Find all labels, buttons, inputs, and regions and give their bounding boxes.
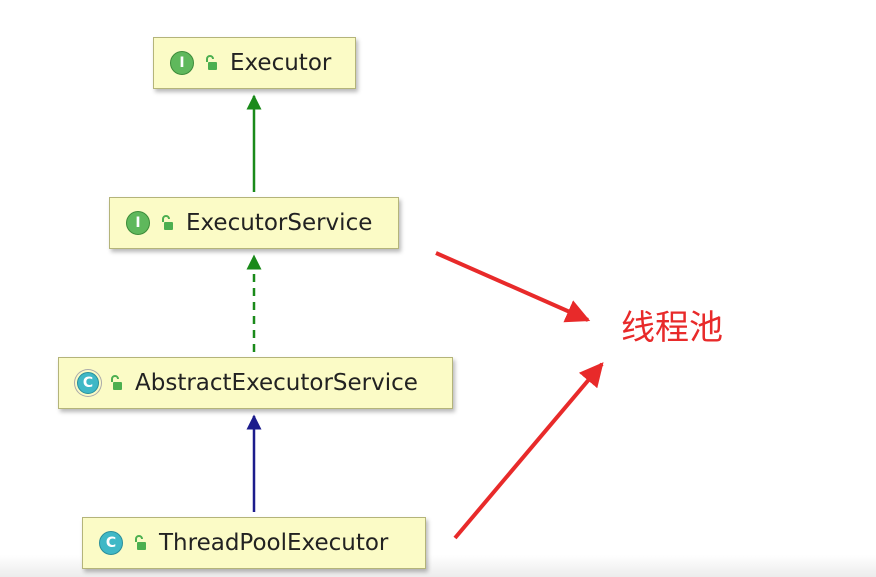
executorservice-node[interactable]: I ExecutorService [109,197,399,249]
executor-node[interactable]: I Executor [153,37,356,89]
interface-icon: I [126,211,150,235]
unlocked-icon [135,535,146,550]
interface-icon: I [170,51,194,75]
unlocked-icon [162,215,173,230]
class-icon: C [99,531,123,555]
thread-pool-annotation: 线程池 [621,308,723,348]
node-label-executor: Executor [230,50,332,76]
callout-arrow-from-threadpoolexecutor [453,362,604,540]
unlocked-icon [111,375,122,390]
node-label-abstractexecutorservice: AbstractExecutorService [135,370,418,396]
abstractexecutorservice-node[interactable]: C AbstractExecutorService [58,357,453,409]
node-label-executorservice: ExecutorService [186,210,373,236]
threadpoolexecutor-node[interactable]: C ThreadPoolExecutor [82,517,426,569]
callout-arrow-from-executorservice [435,251,591,323]
node-label-threadpoolexecutor: ThreadPoolExecutor [159,530,389,556]
unlocked-icon [206,55,217,70]
abstract-class-icon: C [77,372,99,394]
